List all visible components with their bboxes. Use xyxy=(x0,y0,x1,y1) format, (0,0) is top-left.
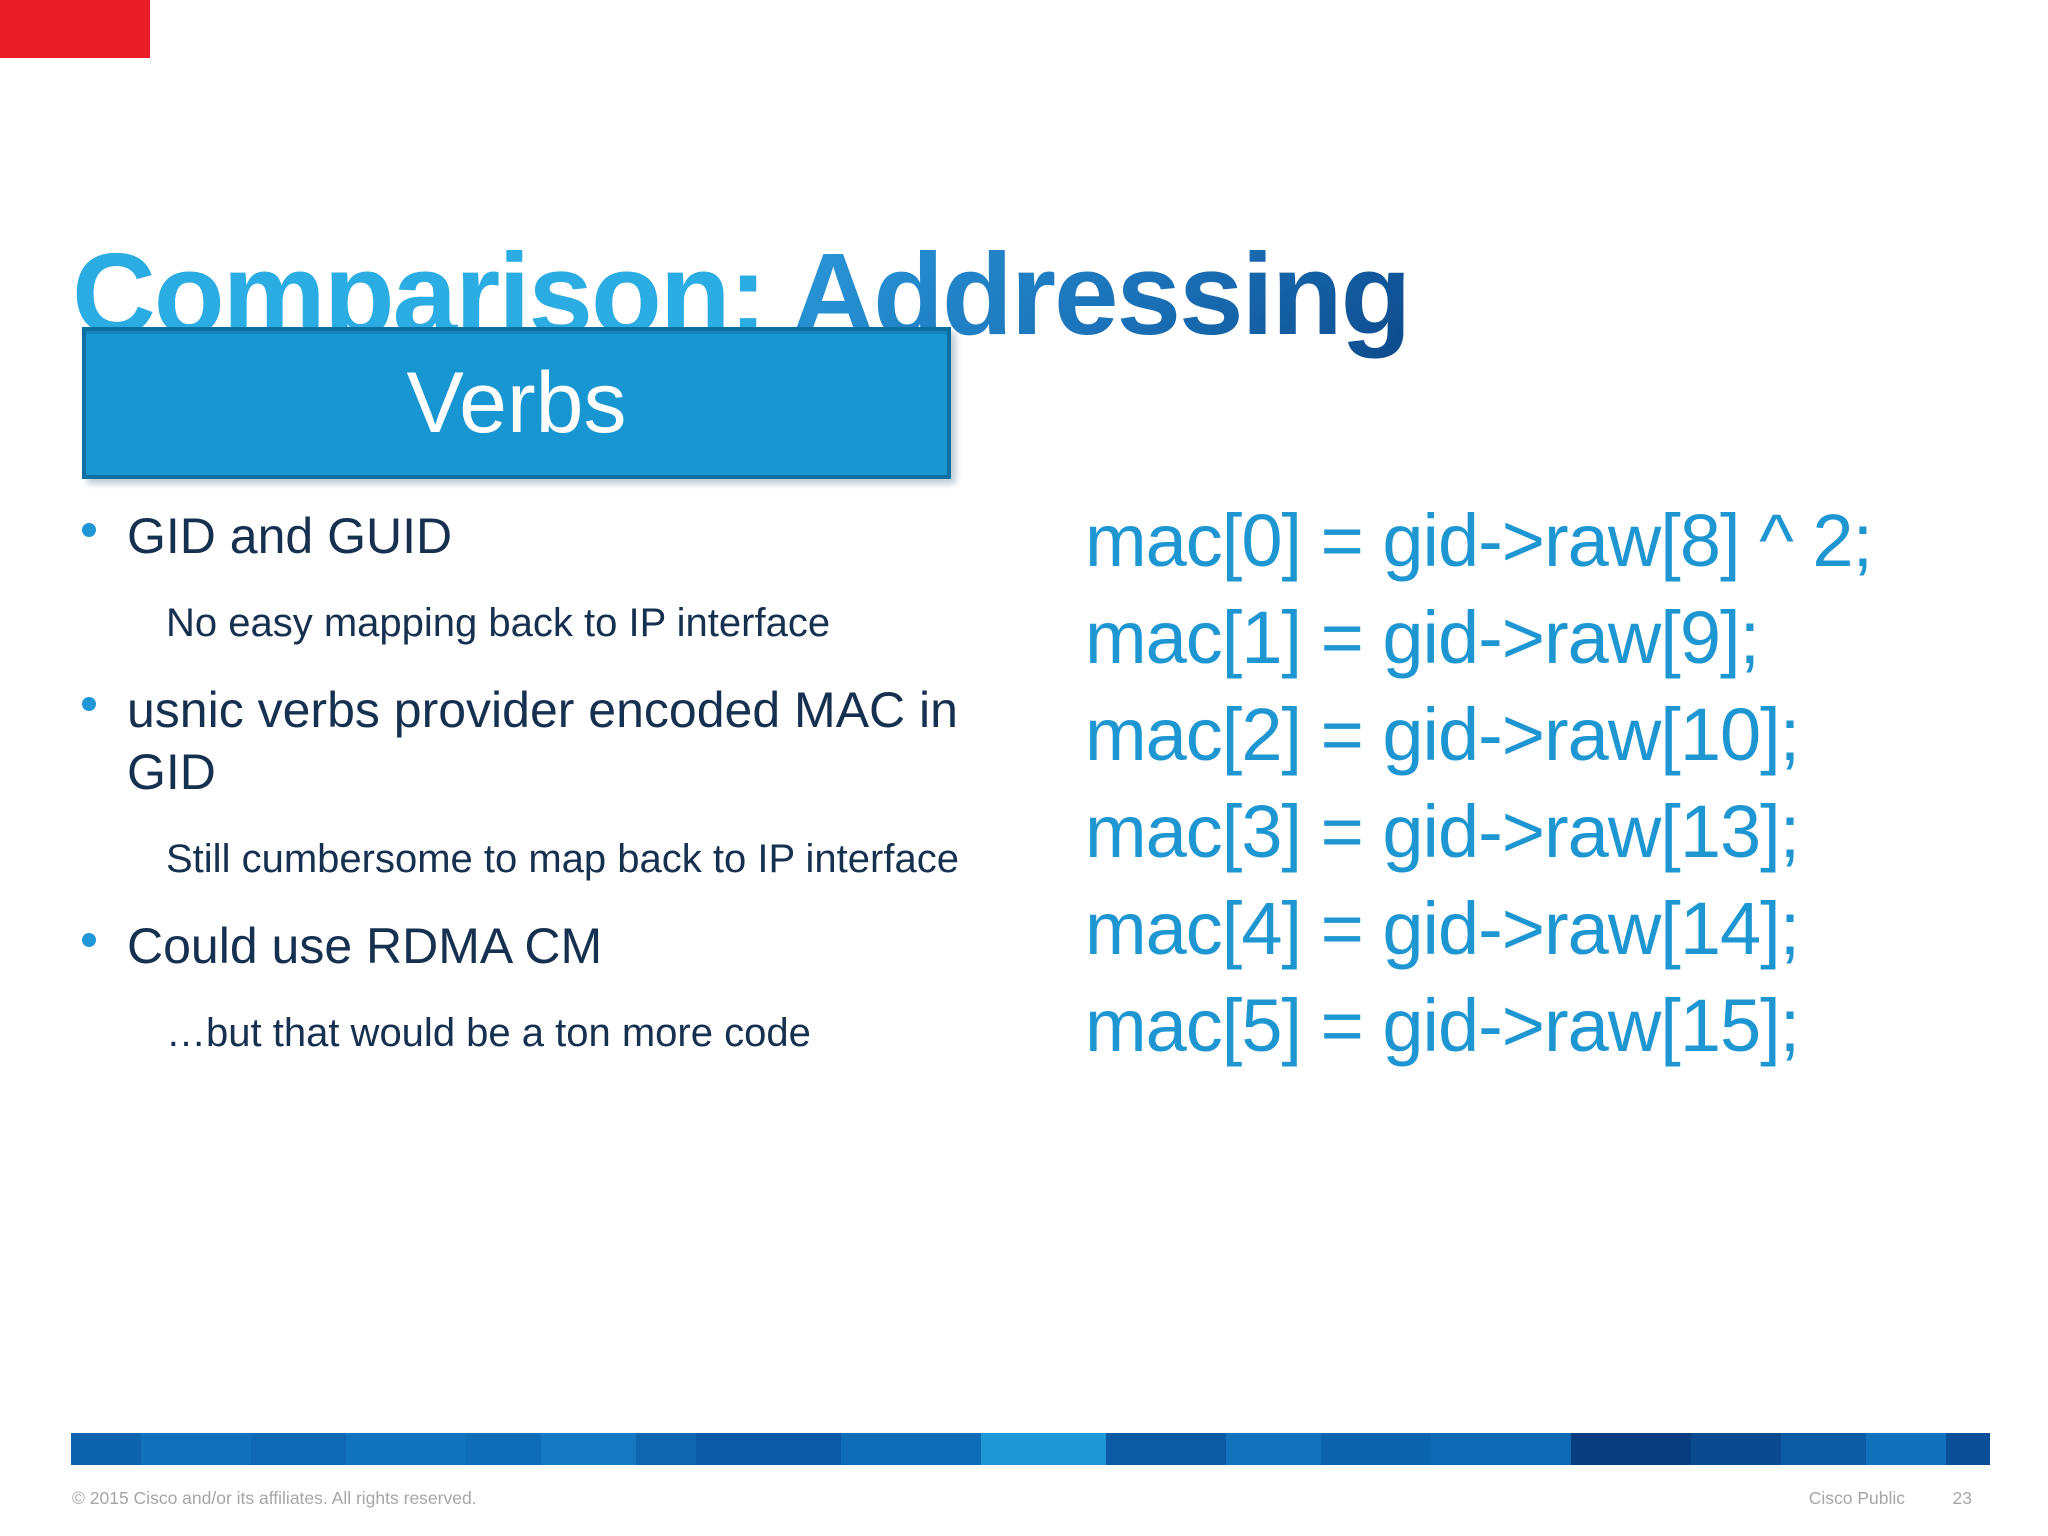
bar-segment xyxy=(541,1433,636,1465)
code-line: mac[4] = gid->raw[14]; xyxy=(1085,887,1800,970)
bullet-dot-cell xyxy=(82,505,127,567)
footer-copyright: © 2015 Cisco and/or its affiliates. All … xyxy=(72,1488,477,1508)
bar-segment xyxy=(466,1433,541,1465)
bullet-list: GID and GUID No easy mapping back to IP … xyxy=(82,505,982,1059)
bullet-item: Could use RDMA CM xyxy=(82,915,982,977)
bar-segment xyxy=(1946,1433,1990,1465)
footer-classification: Cisco Public xyxy=(1808,1488,1905,1508)
bar-segment xyxy=(1431,1433,1571,1465)
bar-segment xyxy=(1691,1433,1781,1465)
bullet-sub-item: No easy mapping back to IP interface xyxy=(166,601,831,645)
bullet-group: Could use RDMA CM …but that would be a t… xyxy=(82,915,982,1059)
code-line: mac[2] = gid->raw[10]; xyxy=(1085,693,1800,776)
bullet-item-label: Could use RDMA CM xyxy=(127,918,603,974)
bullet-sub-item: …but that would be a ton more code xyxy=(166,1011,811,1055)
bar-segment xyxy=(1321,1433,1431,1465)
bar-segment xyxy=(696,1433,841,1465)
code-snippet: mac[0] = gid->raw[8] ^ 2; mac[1] = gid->… xyxy=(1085,492,1873,1074)
verbs-header-box: Verbs xyxy=(82,327,951,479)
red-marker xyxy=(0,0,150,58)
bar-segment xyxy=(1781,1433,1866,1465)
bar-segment xyxy=(981,1433,1106,1465)
bar-segment xyxy=(346,1433,466,1465)
bullet-dot-icon xyxy=(82,523,96,537)
bullet-sub-item: Still cumbersome to map back to IP inter… xyxy=(166,837,959,881)
bar-segment xyxy=(141,1433,251,1465)
bullet-item-label: usnic verbs provider encoded MAC in GID xyxy=(127,682,958,800)
bar-segment xyxy=(1106,1433,1226,1465)
bullet-item-label: GID and GUID xyxy=(127,508,453,564)
code-line: mac[3] = gid->raw[13]; xyxy=(1085,790,1800,873)
bar-segment xyxy=(71,1433,141,1465)
verbs-header-label: Verbs xyxy=(406,354,627,451)
bar-segment xyxy=(1226,1433,1321,1465)
bar-segment xyxy=(1866,1433,1946,1465)
bullet-dot-icon xyxy=(82,697,96,711)
bullet-dot-cell xyxy=(82,679,127,803)
bar-segment xyxy=(841,1433,981,1465)
bullet-group: usnic verbs provider encoded MAC in GID … xyxy=(82,679,982,885)
bullet-item: GID and GUID xyxy=(82,505,982,567)
footer-page-number: 23 xyxy=(1952,1488,1972,1508)
bullet-dot-icon xyxy=(82,933,96,947)
bar-segment xyxy=(1571,1433,1691,1465)
code-line: mac[1] = gid->raw[9]; xyxy=(1085,596,1760,679)
bar-segment xyxy=(251,1433,346,1465)
bullet-dot-cell xyxy=(82,915,127,977)
bar-segment xyxy=(636,1433,696,1465)
bullet-item: usnic verbs provider encoded MAC in GID xyxy=(82,679,982,803)
bottom-accent-bar xyxy=(71,1433,1990,1465)
code-line: mac[0] = gid->raw[8] ^ 2; xyxy=(1085,499,1873,582)
code-line: mac[5] = gid->raw[15]; xyxy=(1085,984,1800,1067)
bullet-group: GID and GUID No easy mapping back to IP … xyxy=(82,505,982,649)
